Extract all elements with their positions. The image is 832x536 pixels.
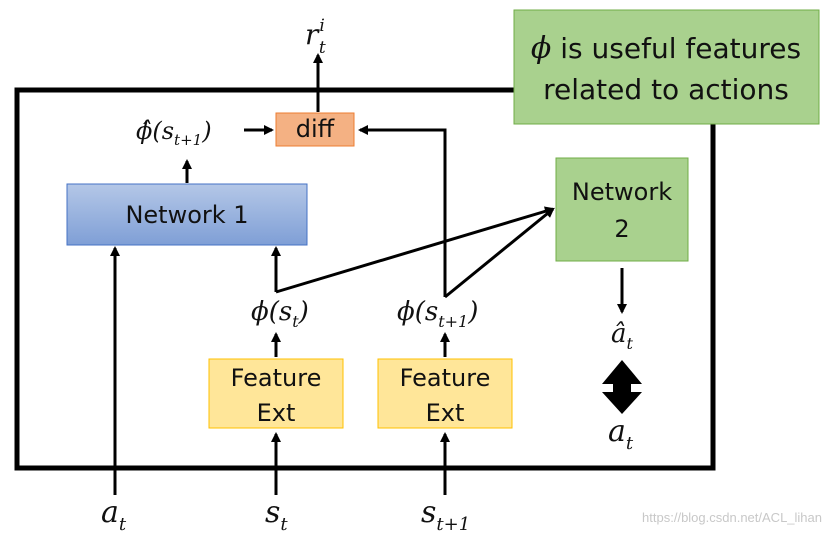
network1-box [66,183,308,246]
feature-ext-st1-line2: Ext [426,399,465,427]
feature-ext-st-line2: Ext [257,399,296,427]
connections [110,53,627,495]
network1-label: Network 1 [125,201,248,229]
predicted-action-label: ât [611,319,634,353]
phi-hat-label: ϕ̂(st+1) [136,117,212,149]
phi-t1-to-network2-arrow [444,207,555,299]
input-next-state-label: st+1 [421,495,470,535]
callout-line1-text: is useful features [551,32,801,65]
callout-box [513,9,820,125]
network2-label-line2: 2 [614,215,629,243]
watermark: https://blog.csdn.net/ACL_lihan [642,510,822,525]
input-state-label: st [265,495,288,535]
diff-label: diff [296,115,335,143]
input-action-label: at [101,495,127,535]
phi-st1-label: ϕ(st+1) [397,297,478,331]
feature-ext-box-st [208,358,344,429]
true-action-label: at [608,414,634,454]
feature-ext-st1-line1: Feature [400,364,491,392]
phi-t1-to-diff-arrow [358,125,447,297]
network2-label-line1: Network [572,178,672,206]
feature-ext-st-line1: Feature [231,364,322,392]
diff-box [275,112,355,147]
module-frame [14,87,716,471]
callout-line1: ϕ is useful features [531,31,801,66]
phi-st-label: ϕ(st) [251,297,309,331]
network2-box [555,157,689,262]
callout-phi-symbol: ϕ [531,31,551,66]
callout-line2: related to actions [543,73,789,106]
feature-ext-box-st1 [377,358,513,429]
phi-t-to-network2-arrow [275,206,555,294]
compare-double-arrow [602,360,642,414]
